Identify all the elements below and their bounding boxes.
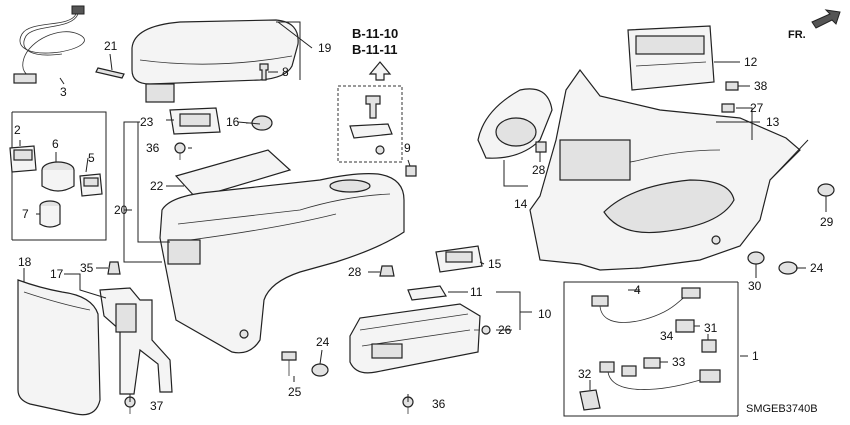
clip-32-part: [579, 389, 601, 411]
up-arrow-icon: [368, 61, 392, 81]
callout-12: 12: [744, 55, 758, 69]
callout-21: 21: [104, 39, 118, 53]
screw-36a-part: [174, 142, 186, 160]
clip-11-part: [407, 285, 447, 301]
screw-8-part: [259, 63, 269, 81]
screw-26-part: [474, 325, 491, 335]
callout-32: 32: [578, 367, 592, 381]
clip-9-part: [405, 165, 417, 177]
callout-4: 4: [634, 283, 641, 297]
socket-7-part: [39, 200, 61, 228]
callout-16: 16: [226, 115, 240, 129]
harness-1-part: [599, 361, 721, 390]
radio-unit-12-part: [627, 25, 715, 91]
side-panel-18-part: [17, 279, 101, 416]
callout-9: 9: [404, 141, 411, 155]
callout-35: 35: [80, 261, 94, 275]
callout-26: 26: [498, 323, 512, 337]
callout-19: 19: [318, 41, 332, 55]
callout-34: 34: [660, 329, 674, 343]
mat-22-part: [174, 149, 292, 199]
plug-24b-part: [778, 261, 798, 275]
callout-18: 18: [18, 255, 32, 269]
callout-7: 7: [22, 207, 29, 221]
clip-34-part: [675, 319, 695, 333]
callout-28b: 28: [532, 163, 546, 177]
clip-38-part: [725, 81, 739, 91]
callout-1: 1: [752, 349, 759, 363]
plug-24a-part: [311, 363, 329, 377]
callout-37: 37: [150, 399, 164, 413]
plug-29-part: [817, 183, 835, 197]
tray-10-part: [349, 303, 481, 374]
callout-27: 27: [750, 101, 764, 115]
holder-15-part: [435, 245, 483, 273]
callout-5: 5: [88, 151, 95, 165]
callout-24a: 24: [316, 335, 330, 349]
callout-38: 38: [754, 79, 768, 93]
callout-15: 15: [488, 257, 502, 271]
switch-group-frame: [11, 111, 107, 241]
clip-group-dashed-frame: [337, 85, 403, 163]
leader-lines: [19, 21, 827, 402]
callout-31: 31: [704, 321, 718, 335]
harness-4-part: [591, 287, 701, 323]
clip-35-part: [107, 261, 121, 275]
callout-28a: 28: [348, 265, 362, 279]
callout-2: 2: [14, 123, 21, 137]
cup-ring-14-part: [477, 88, 553, 159]
callout-20: 20: [114, 203, 128, 217]
reference-b-11-11: B-11-11: [352, 42, 398, 57]
cup-insert-23-part: [169, 107, 221, 135]
guide-rod-part: [95, 67, 125, 79]
callout-8: 8: [282, 65, 289, 79]
callout-13: 13: [766, 115, 780, 129]
callout-25: 25: [288, 385, 302, 399]
clip-31-part: [701, 339, 717, 353]
callout-17: 17: [50, 267, 64, 281]
switch-5-part: [79, 173, 103, 197]
front-direction-label: FR.: [788, 29, 806, 41]
reference-b-11-10: B-11-10: [352, 26, 398, 41]
outlet-6-part: [41, 161, 75, 192]
callout-10: 10: [538, 307, 552, 321]
harness-group-frame: [563, 281, 739, 417]
switch-2-part: [9, 145, 37, 173]
usb-cable-part: [13, 5, 85, 84]
console-body-part: [159, 173, 405, 354]
callout-23: 23: [140, 115, 154, 129]
callout-30: 30: [748, 279, 762, 293]
clip-33-part: [643, 357, 661, 369]
clip-28b-part: [535, 141, 547, 153]
armrest-lid-part: [131, 19, 299, 103]
plug-16-part: [251, 115, 273, 131]
callout-36a: 36: [146, 141, 160, 155]
callout-11: 11: [470, 285, 483, 299]
drawing-code-label: SMGEB3740B: [746, 403, 818, 415]
clip-28a-part: [379, 265, 395, 277]
callout-22: 22: [150, 179, 164, 193]
bracket-17-part: [99, 287, 173, 395]
callout-24b: 24: [810, 261, 824, 275]
callout-3: 3: [60, 85, 67, 99]
callout-29: 29: [820, 215, 834, 229]
plug-30-part: [747, 251, 765, 265]
callout-6: 6: [52, 137, 59, 151]
bolt-25-part: [281, 351, 297, 376]
callout-14: 14: [514, 197, 528, 211]
center-panel-13-part: [529, 68, 801, 271]
callout-36b: 36: [432, 397, 446, 411]
callout-33: 33: [672, 355, 686, 369]
fr-arrow-icon: [811, 9, 841, 29]
